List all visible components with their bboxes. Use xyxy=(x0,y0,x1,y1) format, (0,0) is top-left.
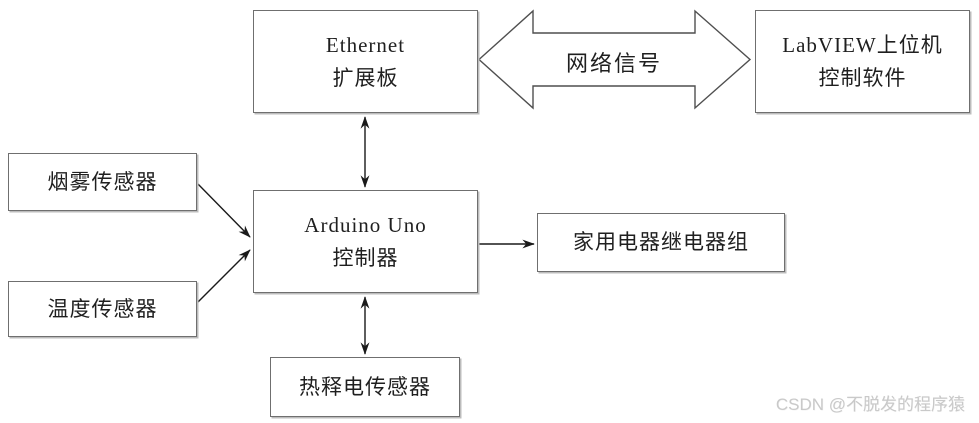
labview-box: LabVIEW上位机 控制软件 xyxy=(755,10,970,113)
temperature-sensor-label: 温度传感器 xyxy=(47,296,158,321)
smoke-sensor-box: 烟雾传感器 xyxy=(8,153,197,211)
smoke-arduino-arrow xyxy=(196,182,251,238)
ethernet-box-label-line1: Ethernet xyxy=(325,32,406,57)
labview-box-label-line2: 控制软件 xyxy=(818,65,907,90)
temperature-arduino-arrow xyxy=(196,249,251,304)
arduino-box-label-line2: 控制器 xyxy=(332,245,399,270)
relay-group-label: 家用电器继电器组 xyxy=(573,230,749,255)
arduino-box-label-line1: Arduino Uno xyxy=(304,212,427,237)
network-signal-label: 网络信号 xyxy=(565,51,662,76)
arduino-box: Arduino Uno 控制器 xyxy=(253,190,478,293)
pyroelectric-sensor-label: 热释电传感器 xyxy=(299,374,431,399)
labview-box-label-line1: LabVIEW上位机 xyxy=(782,32,943,57)
smoke-sensor-label: 烟雾传感器 xyxy=(47,169,158,194)
csdn-watermark: CSDN @不脱发的程序猿 xyxy=(775,395,965,414)
ethernet-box: Ethernet 扩展板 xyxy=(253,10,478,113)
ethernet-box-label-line2: 扩展板 xyxy=(332,65,399,90)
pyroelectric-sensor-box: 热释电传感器 xyxy=(270,357,460,417)
temperature-sensor-box: 温度传感器 xyxy=(8,281,197,337)
relay-group-box: 家用电器继电器组 xyxy=(537,213,785,272)
